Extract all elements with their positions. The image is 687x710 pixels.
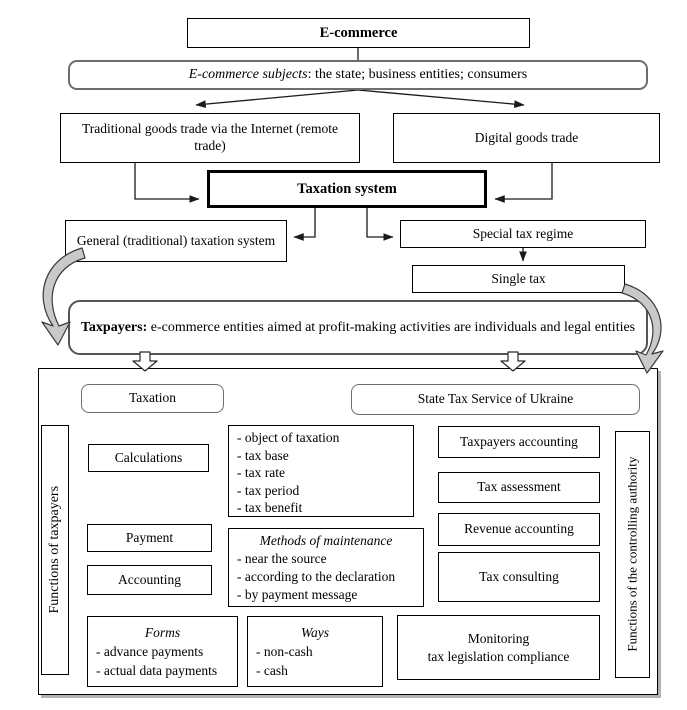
taxpayers-label: Taxpayers: e-commerce entities aimed at … <box>80 319 636 335</box>
node-digital-trade: Digital goods trade <box>393 113 660 163</box>
node-state-tax-service: State Tax Service of Ukraine <box>351 384 640 415</box>
node-tax-assessment: Tax assessment <box>438 472 600 503</box>
node-monitoring: Monitoring tax legislation compliance <box>397 615 600 680</box>
list-line: - non-cash <box>256 644 313 659</box>
list-line: - tax period <box>237 482 300 498</box>
vertical-text: Functions of the controlling authority <box>624 457 640 652</box>
list-line: - cash <box>256 663 288 678</box>
subjects-label: E-commerce subjects: the state; business… <box>188 67 528 83</box>
node-ecommerce-subjects: E-commerce subjects: the state; business… <box>68 60 648 90</box>
node-general-taxation: General (traditional) taxation system <box>65 220 287 262</box>
vertical-text: Functions of taxpayers <box>47 486 63 614</box>
node-methods-of-maintenance: Methods of maintenance - near the source… <box>228 528 424 607</box>
node-ecommerce: E-commerce <box>187 18 530 48</box>
node-special-tax-regime: Special tax regime <box>400 220 646 248</box>
label-functions-of-taxpayers: Functions of taxpayers <box>41 425 69 675</box>
forms-items: - advance payments - actual data payments <box>96 642 217 680</box>
node-taxation-system: Taxation system <box>207 170 487 208</box>
node-payment: Payment <box>87 524 212 552</box>
methods-title: Methods of maintenance <box>259 533 393 548</box>
node-tax-consulting: Tax consulting <box>438 552 600 602</box>
list-line: - tax benefit <box>237 500 303 515</box>
node-taxpayers: Taxpayers: e-commerce entities aimed at … <box>68 300 648 355</box>
list-line: - object of taxation <box>237 430 340 445</box>
forms-title: Forms <box>144 625 181 640</box>
node-traditional-trade: Traditional goods trade via the Internet… <box>60 113 360 163</box>
ways-title: Ways <box>300 625 329 640</box>
list-line: - actual data payments <box>96 663 218 678</box>
list-line: - near the source <box>237 551 327 566</box>
node-revenue-accounting: Revenue accounting <box>438 513 600 546</box>
list-line: - tax base <box>237 447 289 463</box>
node-ways: Ways - non-cash - cash <box>247 616 383 687</box>
monitoring-line1: Monitoring <box>467 630 530 646</box>
methods-items: - near the source - according to the decl… <box>237 550 395 604</box>
node-taxation: Taxation <box>81 384 224 413</box>
list-line: - by payment message <box>237 587 358 602</box>
list-line: - advance payments <box>96 644 204 659</box>
ways-items: - non-cash - cash <box>256 642 313 680</box>
list-line: - tax rate <box>237 465 285 480</box>
node-calculations: Calculations <box>88 444 209 472</box>
node-tax-elements: - object of taxation - tax base - tax rate… <box>228 425 414 517</box>
node-single-tax: Single tax <box>412 265 625 293</box>
node-taxpayers-accounting: Taxpayers accounting <box>438 426 600 458</box>
label-functions-of-authority: Functions of the controlling authority <box>615 431 650 678</box>
list-line: - according to the declaration <box>237 569 396 584</box>
monitoring-line2: tax legislation compliance <box>427 648 570 664</box>
node-accounting: Accounting <box>87 565 212 595</box>
node-forms: Forms - advance payments - actual data pa… <box>87 616 238 687</box>
